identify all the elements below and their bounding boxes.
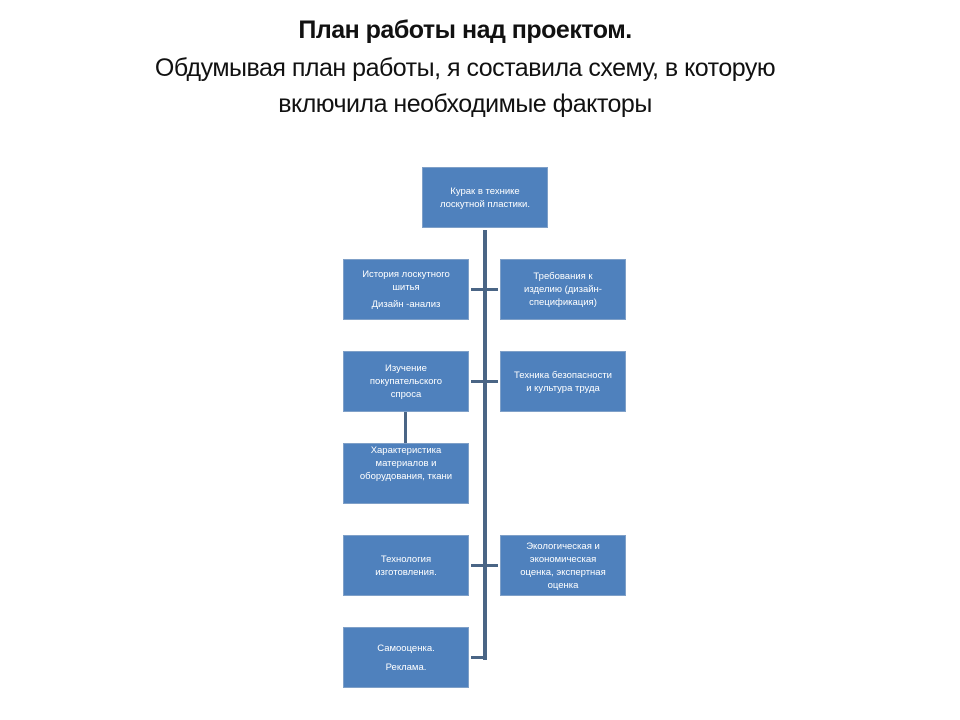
node-text: шитья (392, 282, 420, 293)
node-text: Технология (380, 553, 432, 565)
node-text: История лоскутного (362, 269, 450, 280)
slide-title: План работы над проектом. (298, 16, 632, 44)
slide-subtitle-line-1: Обдумывая план работы, я составила схему… (154, 54, 776, 82)
right-node-safety: Техника безопасности и культура труда (500, 351, 626, 412)
node-text: покупательского (369, 376, 443, 387)
left-node-history: История лоскутного шитья Дизайн -анализ (343, 259, 469, 320)
branch-connector (471, 380, 498, 383)
node-text: оценка (547, 579, 579, 591)
node-text: Техника безопасности (514, 369, 612, 381)
left-node-demand: Изучение покупательского спроса (343, 351, 469, 412)
slide-subtitle-line-2: включила необходимые факторы (278, 90, 652, 118)
node-text: оценка, экспертная (520, 566, 606, 578)
node-text: Экологическая и (526, 540, 600, 552)
node-text: изготовления. (375, 566, 437, 578)
node-text: экономическая (529, 553, 597, 565)
node-text: оборудования, ткани (359, 471, 453, 482)
node-text: Курак в технике (450, 185, 520, 197)
left-node-self-assessment: Самооценка. Реклама. (343, 627, 469, 688)
branch-connector (471, 564, 498, 567)
node-text: материалов и (375, 458, 437, 469)
trunk-connector (483, 230, 487, 660)
root-node: Курак в технике лоскутной пластики. (422, 167, 548, 228)
node-text: спецификация) (529, 297, 597, 308)
branch-connector (471, 656, 487, 659)
node-text: Дизайн -анализ (371, 299, 441, 310)
node-text: изделию (дизайн- (524, 284, 602, 295)
right-node-requirements: Требования к изделию (дизайн- спецификац… (500, 259, 626, 320)
node-text: спроса (390, 389, 422, 400)
left-node-materials: Характеристика материалов и оборудования… (343, 443, 469, 504)
node-text: лоскутной пластики. (439, 198, 530, 210)
node-text: Реклама. (385, 661, 427, 673)
node-text: Изучение (385, 363, 427, 374)
branch-connector (471, 288, 498, 291)
node-text: Самооценка. (377, 642, 435, 654)
node-text: и культура труда (526, 382, 600, 394)
sub-connector (404, 412, 407, 444)
right-node-evaluation: Экологическая и экономическая оценка, эк… (500, 535, 626, 596)
left-node-technology: Технология изготовления. (343, 535, 469, 596)
node-text: Требования к (533, 271, 593, 282)
node-text: Характеристика (370, 445, 442, 456)
